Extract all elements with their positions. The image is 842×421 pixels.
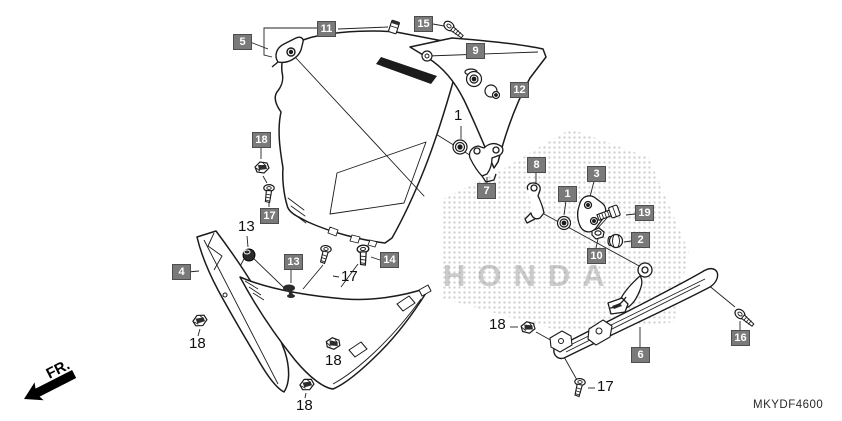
callout-text-13-1: 13	[238, 218, 255, 235]
callout-text-18-4: 18	[325, 352, 342, 369]
part-stay-eyelet	[607, 262, 653, 315]
callout-box-16-18: 16	[731, 330, 750, 346]
vent-slash	[376, 57, 437, 84]
screw-15-icon	[441, 18, 466, 41]
callout-box-12-4: 12	[510, 82, 529, 98]
part-under-cowl	[239, 276, 432, 390]
callout-box-4-8: 4	[172, 264, 191, 280]
part-8-bracket	[524, 182, 545, 224]
callout-text-17-2: 17	[341, 268, 358, 285]
honda-watermark: HONDA	[443, 258, 617, 293]
callout-box-19-14: 19	[635, 205, 654, 221]
callout-box-9-3: 9	[466, 43, 485, 59]
callout-box-18-5: 18	[252, 132, 271, 148]
callout-box-15-2: 15	[414, 16, 433, 32]
callout-box-7-10: 7	[477, 183, 496, 199]
screw-17-icon-mid	[318, 244, 333, 265]
callout-text-18-6: 18	[489, 316, 506, 333]
part-13-clip	[283, 284, 295, 298]
part-5-stay-bracket	[271, 36, 304, 68]
callout-text-18-3: 18	[189, 335, 206, 352]
part-7-bracket	[468, 142, 504, 183]
part-19-bolt	[596, 204, 621, 221]
part-13-nut	[242, 248, 256, 262]
screw-17-icon-right	[572, 377, 587, 398]
part-4-side-blade	[196, 230, 290, 393]
part-6-strip	[549, 267, 719, 360]
callout-text-1-0: 1	[454, 107, 463, 124]
callout-box-1-12: 1	[558, 186, 577, 202]
part-11-clip	[388, 19, 400, 35]
screw-14-icon	[356, 243, 372, 267]
callout-box-8-11: 8	[527, 157, 546, 173]
part-1-collar-upper	[452, 139, 468, 155]
clip-18-icon-d	[298, 377, 316, 392]
part-12-washer	[484, 84, 501, 100]
callout-box-11-1: 11	[317, 21, 336, 37]
part-3-plate	[576, 195, 607, 233]
callout-box-5-0: 5	[233, 34, 252, 50]
callout-text-18-5: 18	[296, 397, 313, 414]
screw-17-icon-left	[263, 184, 275, 204]
callout-box-13-7: 13	[284, 254, 303, 270]
part-9-grommet	[464, 68, 483, 88]
callout-box-14-9: 14	[380, 252, 399, 268]
part-1-collar-lower	[556, 215, 572, 231]
clip-18-icon-e	[519, 320, 537, 335]
fr-direction-arrow	[24, 370, 77, 401]
callout-box-10-16: 10	[587, 248, 606, 264]
callout-box-2-15: 2	[631, 232, 650, 248]
clip-18-icon-a	[254, 161, 270, 174]
callout-box-3-13: 3	[587, 166, 606, 182]
callout-box-6-17: 6	[631, 347, 650, 363]
part-main-cowl	[274, 30, 463, 248]
part-10-spacer	[591, 227, 605, 240]
screw-16-icon	[732, 306, 757, 329]
clip-18-icon-b	[191, 313, 209, 328]
callout-text-17-7: 17	[597, 378, 614, 395]
callout-box-17-6: 17	[260, 208, 279, 224]
part-2-grommet	[607, 233, 624, 249]
diagram-code: MKYDF4600	[753, 399, 824, 411]
